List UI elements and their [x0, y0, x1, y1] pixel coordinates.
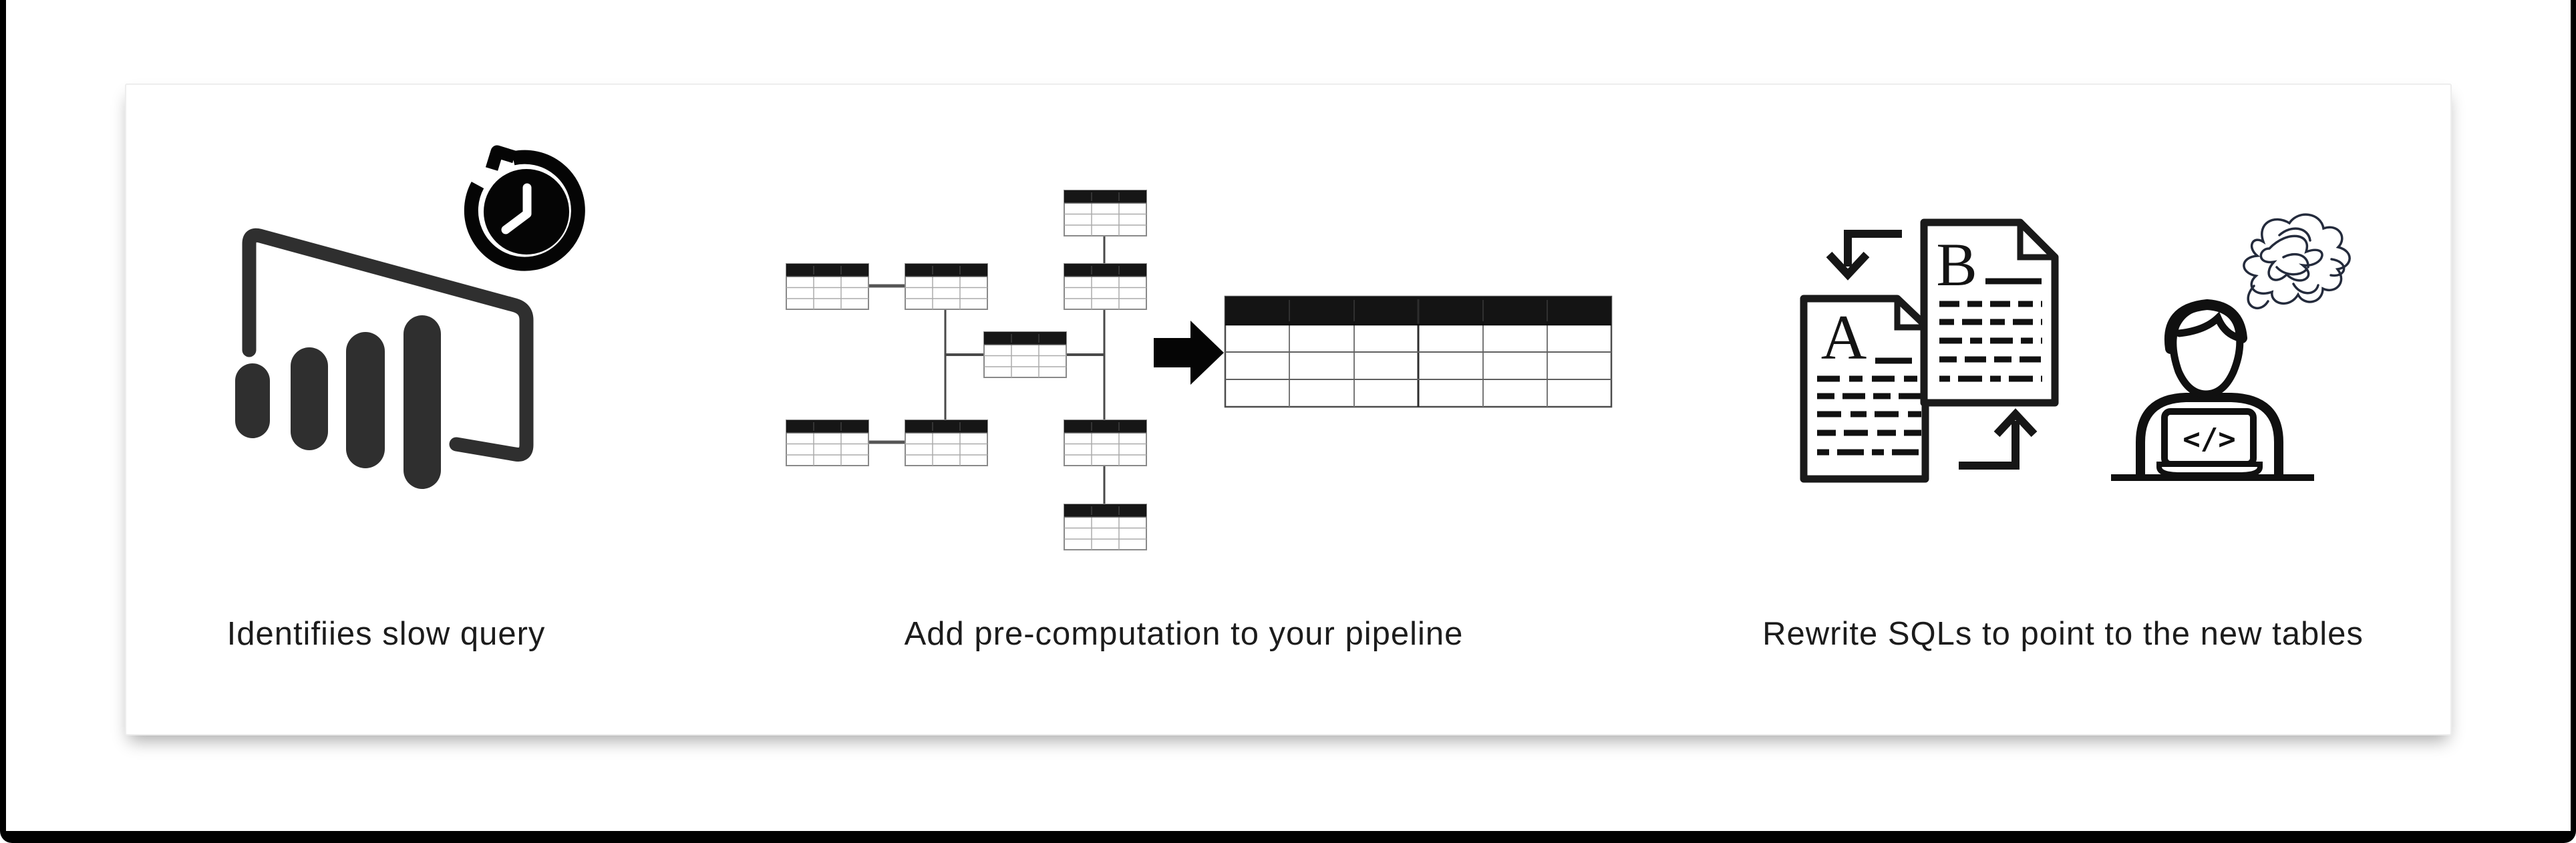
laptop-base — [2156, 462, 2263, 478]
up-arrow-icon — [1959, 408, 2038, 470]
document-b: B — [1920, 218, 2059, 407]
identify-slow-query-illustration — [235, 145, 585, 489]
person-hair — [2164, 299, 2247, 354]
power-bi-logo-icon — [235, 228, 534, 489]
wide-result-table-icon — [1224, 295, 1613, 408]
person-at-laptop-icon: </> — [2111, 299, 2314, 481]
document-a: A — [1800, 295, 1929, 483]
rewrite-sql-illustration: A B — [1800, 213, 2351, 483]
timer-history-clock-icon — [464, 145, 585, 271]
step-label-identify: Identifiies slow query — [226, 616, 546, 652]
precomputation-illustration — [786, 190, 1613, 550]
schema-tables-icon — [786, 190, 1147, 550]
black-right-arrow-icon — [1154, 321, 1224, 385]
down-arrow-icon — [1826, 230, 1902, 281]
tangled-scribble-icon — [2243, 213, 2351, 310]
document-b-letter: B — [1936, 230, 1977, 299]
step-label-rewrite: Rewrite SQLs to point to the new tables — [1762, 616, 2364, 652]
laptop-code-glyph: </> — [2183, 422, 2235, 456]
schema-connector-lines — [868, 236, 1106, 504]
step-label-precompute: Add pre-computation to your pipeline — [904, 616, 1464, 652]
documents-swap-icon: A B — [1800, 218, 2059, 483]
document-a-letter: A — [1821, 302, 1867, 373]
